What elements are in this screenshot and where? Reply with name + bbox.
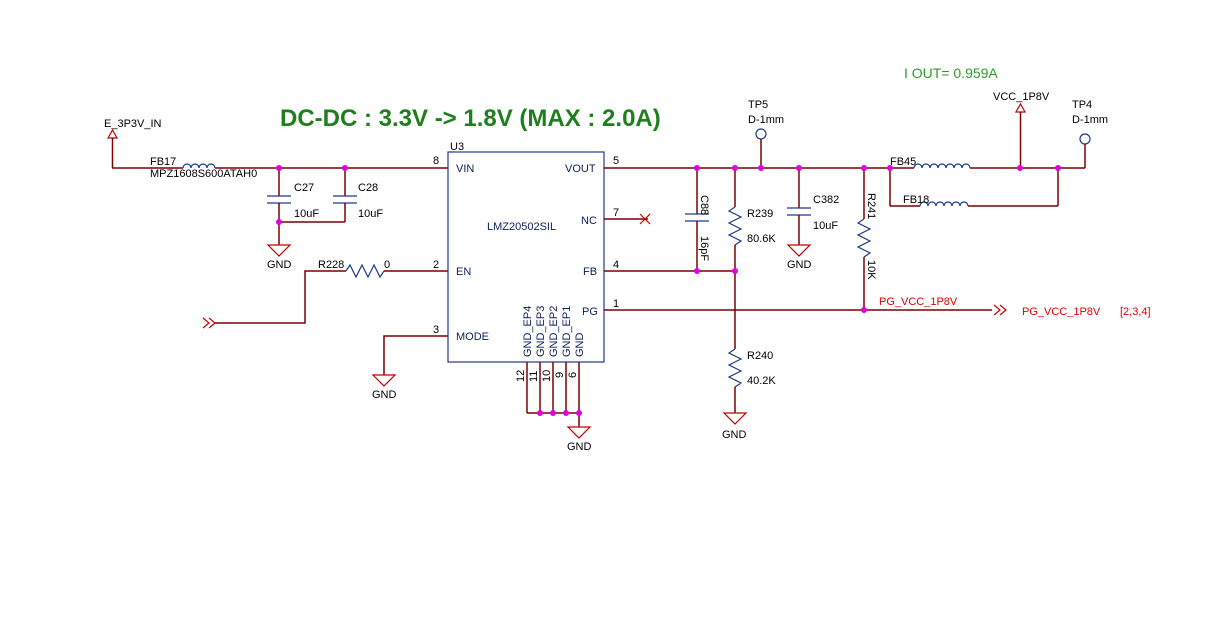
pin-num-mode: 3 xyxy=(433,324,439,336)
pg-net-label: PG_VCC_1P8V xyxy=(879,296,958,308)
ferrite-bead-fb45 xyxy=(890,163,971,169)
pin-gnd-label: GND xyxy=(574,333,586,358)
pin-num-nc: 7 xyxy=(613,207,619,219)
gnd-label-ic: GND xyxy=(567,441,592,453)
junction xyxy=(887,165,893,171)
junction xyxy=(537,410,543,416)
fb18-ref: FB18 xyxy=(903,194,929,206)
pin-num-fb: 4 xyxy=(613,259,619,271)
junction xyxy=(276,165,282,171)
junction xyxy=(550,410,556,416)
ferrite-bead-fb18 xyxy=(919,201,969,207)
pin-num-en: 2 xyxy=(433,259,439,271)
junction xyxy=(694,268,700,274)
ic-u3-body xyxy=(447,151,605,363)
junction xyxy=(694,165,700,171)
pin-num-ep2: 10 xyxy=(541,370,553,382)
c88-value: 16pF xyxy=(698,236,710,261)
junction xyxy=(1017,165,1023,171)
junction xyxy=(861,307,867,313)
pin-nc-label: NC xyxy=(581,215,597,227)
input-net-label: E_3P3V_IN xyxy=(104,118,162,130)
gnd-label-c27: GND xyxy=(267,259,292,271)
r239-value: 80.6K xyxy=(747,233,776,245)
en-input-arrow xyxy=(202,317,216,329)
pin-num-ep1: 9 xyxy=(554,372,566,378)
junction xyxy=(732,165,738,171)
c88-ref: C88 xyxy=(698,195,710,215)
fb45-ref: FB45 xyxy=(890,156,916,168)
gnd-label-mode: GND xyxy=(372,389,397,401)
r241-ref: R241 xyxy=(865,193,877,219)
tp5-value: D-1mm xyxy=(748,114,784,126)
pin-mode-label: MODE xyxy=(456,331,489,343)
c382-ref: C382 xyxy=(813,194,839,206)
c382-value: 10uF xyxy=(813,220,838,232)
junction xyxy=(1055,165,1061,171)
tp5-ref: TP5 xyxy=(748,99,768,111)
input-power-flag xyxy=(106,128,119,168)
junction xyxy=(276,219,282,225)
pin-num-vout: 5 xyxy=(613,155,619,167)
pin-gnd-ep4-label: GND_EP4 xyxy=(522,306,534,357)
resistor-r239 xyxy=(727,206,743,246)
c27-value: 10uF xyxy=(294,208,319,220)
vcc-power-flag xyxy=(1014,102,1027,168)
junction xyxy=(758,165,764,171)
tp4-value: D-1mm xyxy=(1072,114,1108,126)
resistor-r240 xyxy=(727,348,743,388)
resistor-r241 xyxy=(856,218,872,258)
pin-num-ep4: 12 xyxy=(515,370,527,382)
pin-gnd-ep1-label: GND_EP1 xyxy=(561,306,573,357)
pg-page-refs: [2,3,4] xyxy=(1120,306,1151,318)
r240-value: 40.2K xyxy=(747,375,776,387)
pin-num-vin: 8 xyxy=(433,155,439,167)
r241-value: 10K xyxy=(865,260,877,280)
capacitor-c28 xyxy=(279,168,357,223)
gnd-label-r240: GND xyxy=(722,429,747,441)
pin-gnd-ep3-label: GND_EP3 xyxy=(535,306,547,357)
c27-ref: C27 xyxy=(294,182,314,194)
r239-ref: R239 xyxy=(747,208,773,220)
junction xyxy=(796,165,802,171)
fb17-value: MPZ1608S600ATAH0 xyxy=(150,168,257,180)
pin-en-label: EN xyxy=(456,266,471,278)
pg-output-arrow xyxy=(993,304,1007,316)
test-point-tp5 xyxy=(755,128,767,168)
fb17-ref: FB17 xyxy=(150,156,176,168)
ic-part-number: LMZ20502SIL xyxy=(487,221,556,233)
pin-num-ep3: 11 xyxy=(528,371,540,382)
junction xyxy=(732,268,738,274)
c28-value: 10uF xyxy=(358,208,383,220)
pin-fb-label: FB xyxy=(583,266,597,278)
tp4-ref: TP4 xyxy=(1072,99,1092,111)
pg-port-label: PG_VCC_1P8V xyxy=(1022,306,1101,318)
output-current-note: I OUT= 0.959A xyxy=(904,65,998,81)
c28-ref: C28 xyxy=(358,182,378,194)
pin-num-pg: 1 xyxy=(613,298,619,310)
capacitor-c88 xyxy=(685,168,709,271)
junction xyxy=(576,410,582,416)
test-point-tp4 xyxy=(1079,133,1091,168)
r228-ref: R228 xyxy=(318,259,344,271)
pin-vin-label: VIN xyxy=(456,163,474,175)
junction xyxy=(342,165,348,171)
resistor-r228 xyxy=(345,263,385,279)
vcc-net-label: VCC_1P8V xyxy=(993,91,1050,103)
r240-ref: R240 xyxy=(747,350,773,362)
pin-num-gnd: 6 xyxy=(567,372,579,378)
pin-pg-label: PG xyxy=(582,306,598,318)
pin-gnd-ep2-label: GND_EP2 xyxy=(548,306,560,357)
capacitor-c382 xyxy=(786,168,812,257)
ic-ref: U3 xyxy=(450,141,464,153)
junction xyxy=(861,165,867,171)
junction xyxy=(563,410,569,416)
pin-vout-label: VOUT xyxy=(565,163,596,175)
gnd-label-c382: GND xyxy=(787,259,812,271)
ferrite-bead-fb17 xyxy=(182,163,216,169)
r228-value: 0 xyxy=(384,259,390,271)
schematic-title: DC-DC : 3.3V -> 1.8V (MAX : 2.0A) xyxy=(280,105,661,132)
capacitor-c27 xyxy=(266,168,292,257)
